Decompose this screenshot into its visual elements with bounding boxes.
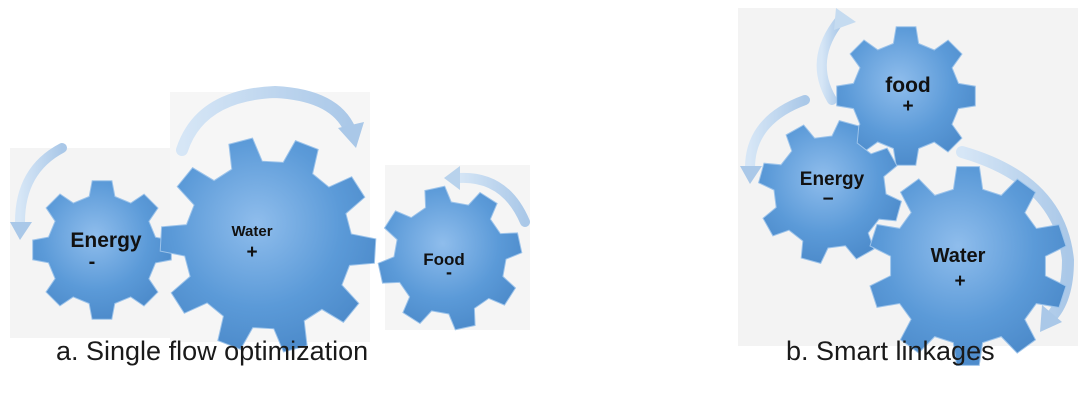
gear-a-food-icon: [377, 185, 523, 331]
gear-b-food-icon: [836, 26, 976, 166]
gear-b-energy-sign: −: [822, 189, 833, 210]
gear-a-food-label: Food: [423, 250, 465, 269]
food-top-arrowhead: [834, 8, 856, 30]
gear-a-energy-label: Energy: [70, 229, 142, 252]
energy-left-arrowhead: [740, 166, 762, 184]
gear-b-food-sign: +: [902, 96, 913, 117]
energy-arrow: [15, 143, 67, 227]
gear-a-food-sign: -: [446, 262, 452, 282]
food-arrowhead: [444, 166, 460, 190]
panel-a-arrows: [10, 85, 530, 240]
caption-single-flow: a. Single flow optimization: [56, 336, 369, 366]
caption-smart-linkages: b. Smart linkages: [786, 336, 995, 366]
water-arrow: [176, 85, 356, 156]
gear-a-water-icon: [159, 137, 377, 353]
gear-a-water-label: Water: [231, 223, 272, 240]
gear-a-energy-sign: -: [89, 251, 96, 273]
water-arrowhead: [338, 122, 364, 148]
gear-b-energy-label: Energy: [800, 169, 865, 190]
gear-a-water-sign: +: [246, 242, 257, 263]
energy-arrowhead: [10, 222, 32, 240]
gear-b-energy-icon: [758, 120, 902, 264]
gear-b-water-icon: [869, 166, 1067, 366]
gear-a-energy-icon: [32, 180, 172, 320]
energy-left-arrow: [745, 95, 810, 173]
gear-b-food-label: food: [885, 74, 930, 97]
water-right-arrowhead: [1040, 305, 1062, 332]
gear-b-water-sign: +: [954, 271, 965, 292]
food-arrow: [453, 172, 530, 227]
gear-b-water-label: Water: [931, 245, 986, 267]
food-top-arrow: [816, 15, 845, 105]
